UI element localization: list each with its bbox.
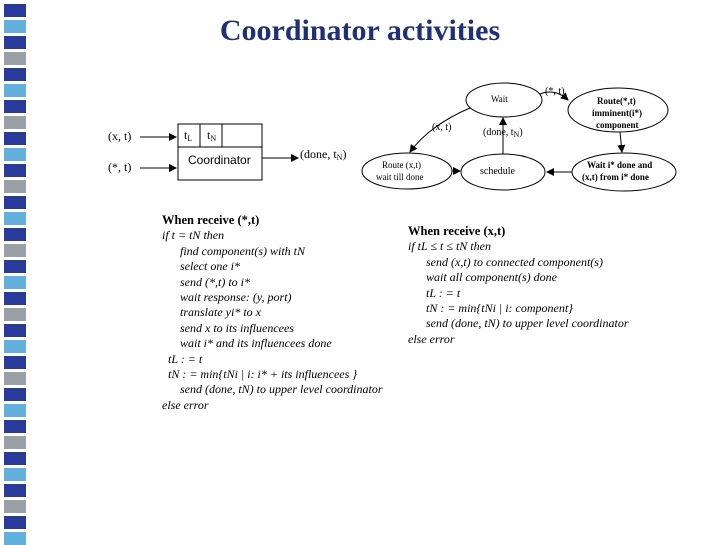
code-line: select one i* bbox=[180, 259, 240, 274]
stripe-cell bbox=[4, 20, 26, 33]
stripe-cell bbox=[4, 308, 26, 321]
stripe-cell bbox=[4, 292, 26, 305]
arc-label-done: (done, tN) bbox=[483, 127, 523, 139]
stripe-cell bbox=[4, 276, 26, 289]
stripe-cell bbox=[4, 404, 26, 417]
wait-till-done-label: wait till done bbox=[376, 172, 424, 182]
code-line: send (done, tN) to upper level coordinat… bbox=[426, 316, 629, 331]
code-line: find component(s) with tN bbox=[180, 243, 305, 258]
code-line: wait i* and its influencees done bbox=[180, 336, 332, 351]
coordinator-box bbox=[177, 123, 263, 181]
receive-star-pseudocode: When receive (*,t) if t = tN then find c… bbox=[162, 213, 383, 413]
route-xt-state bbox=[361, 152, 453, 190]
stripe-cell bbox=[4, 452, 26, 465]
t-next-label: tN bbox=[207, 128, 217, 143]
code-line: When receive (*,t) bbox=[162, 213, 260, 227]
stripe-cell bbox=[4, 36, 26, 49]
code-line: tN : = min{tNi | i: i* + its influencees… bbox=[168, 367, 358, 382]
arc-wait-to-route-star bbox=[539, 91, 569, 101]
code-line: send x to its influencees bbox=[180, 320, 294, 335]
wait-istar-label-1: Wait i* done and bbox=[587, 160, 653, 170]
schedule-label: schedule bbox=[480, 166, 515, 177]
code-line: When receive (x,t) bbox=[408, 224, 506, 238]
code-line: send (x,t) to connected component(s) bbox=[426, 254, 603, 269]
stripe-cell bbox=[4, 420, 26, 433]
stripe-cell bbox=[4, 356, 26, 369]
wait-istar-label-2: (x,t) from i* done bbox=[582, 172, 649, 182]
code-line: wait response: (y, port) bbox=[180, 290, 292, 305]
arc-label-xt: (x, t) bbox=[432, 122, 452, 133]
code-line: tL : = t bbox=[168, 351, 203, 366]
stripe-cell bbox=[4, 68, 26, 81]
stripe-cell bbox=[4, 148, 26, 161]
code-line: tL : = t bbox=[426, 285, 461, 300]
stripe-cell bbox=[4, 212, 26, 225]
wait-state-label: Wait bbox=[491, 94, 508, 104]
stripe-cell bbox=[4, 4, 26, 17]
stripe-cell bbox=[4, 228, 26, 241]
t-last-label: tL bbox=[184, 128, 193, 143]
code-line: else error bbox=[408, 331, 455, 346]
input-label-star: (*, t) bbox=[108, 160, 132, 174]
stripe-cell bbox=[4, 132, 26, 145]
stripe-cell bbox=[4, 500, 26, 513]
code-line: tN : = min{tNi | i: component} bbox=[426, 301, 573, 316]
arc-wait-to-route-xt bbox=[409, 107, 471, 153]
stripe-cell bbox=[4, 324, 26, 337]
arc-label-star: (*, t) bbox=[545, 86, 565, 97]
route-xt-label: Route (x,t) bbox=[382, 160, 421, 170]
stripe-cell bbox=[4, 100, 26, 113]
code-line: send (*,t) to i* bbox=[180, 274, 250, 289]
stripe-cell bbox=[4, 484, 26, 497]
code-line: if tL ≤ t ≤ tN then bbox=[408, 239, 491, 254]
stripe-cell bbox=[4, 244, 26, 257]
code-line: if t = tN then bbox=[162, 228, 225, 243]
stripe-cell bbox=[4, 468, 26, 481]
stripe-cell bbox=[4, 372, 26, 385]
stripe-cell bbox=[4, 116, 26, 129]
route-star-label-1: Route(*,t) bbox=[597, 96, 636, 106]
stripe-cell bbox=[4, 164, 26, 177]
input-label-xt: (x, t) bbox=[108, 129, 132, 143]
stripe-cell bbox=[4, 516, 26, 529]
arc-route-star-to-wait-istar bbox=[617, 131, 626, 153]
output-label-done: (done, tN) bbox=[300, 147, 347, 162]
route-star-label-3: component bbox=[596, 120, 639, 130]
code-line: else error bbox=[162, 397, 209, 412]
stripe-cell bbox=[4, 84, 26, 97]
receive-xt-pseudocode: When receive (x,t) if tL ≤ t ≤ tN then s… bbox=[408, 224, 629, 347]
code-line: translate yi* to x bbox=[180, 305, 261, 320]
code-line: wait all component(s) done bbox=[426, 270, 557, 285]
coordinator-label: Coordinator bbox=[188, 153, 251, 167]
stripe-cell bbox=[4, 260, 26, 273]
stripe-cell bbox=[4, 388, 26, 401]
stripe-cell bbox=[4, 180, 26, 193]
route-star-state bbox=[567, 87, 669, 133]
stripe-cell bbox=[4, 52, 26, 65]
stripe-cell bbox=[4, 340, 26, 353]
decorative-stripe-bar bbox=[0, 0, 30, 545]
route-star-label-2: imminent(i*) bbox=[592, 108, 642, 118]
stripe-cell bbox=[4, 436, 26, 449]
code-line: send (done, tN) to upper level coordinat… bbox=[180, 382, 383, 397]
stripe-cell bbox=[4, 196, 26, 209]
page-title: Coordinator activities bbox=[219, 14, 501, 47]
